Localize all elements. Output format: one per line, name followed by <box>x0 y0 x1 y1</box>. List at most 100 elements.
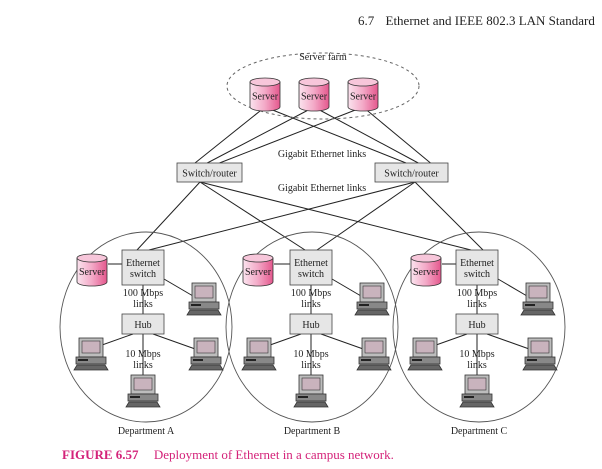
link-10mbps <box>486 333 533 351</box>
workstation-icon <box>125 374 161 408</box>
section-number: 6.7 <box>358 13 375 28</box>
links-layer <box>87 106 533 375</box>
system-unit <box>356 301 388 310</box>
department-boundaries <box>59 52 566 423</box>
switch-router: Switch/router <box>176 162 243 183</box>
department-label: Department C <box>451 426 508 437</box>
switch-router: Switch/router <box>374 162 449 183</box>
workstation-icon <box>407 337 443 371</box>
screen <box>133 377 153 391</box>
system-unit <box>75 356 107 365</box>
ethernet-switch-box <box>121 249 165 286</box>
server-label: Server <box>301 92 328 103</box>
farm-server: Server <box>249 77 281 112</box>
server-top <box>242 253 274 263</box>
hub-box <box>455 313 499 335</box>
drive-slot <box>78 359 88 361</box>
hub-label: Hub <box>134 320 151 331</box>
switch-router-label: Switch/router <box>384 169 439 180</box>
server-top <box>347 77 379 87</box>
workstation-icon <box>354 282 390 316</box>
link-10mbps-label: links <box>301 360 321 371</box>
server-body <box>76 257 108 287</box>
ethernet-switch-box <box>289 249 333 286</box>
server-label: Server <box>350 92 377 103</box>
figure-number: FIGURE 6.57 <box>62 447 139 462</box>
system-unit <box>461 393 493 402</box>
department-boundary <box>392 231 566 423</box>
keyboard <box>73 364 109 371</box>
drive-slot <box>359 304 369 306</box>
ethernet-switch-label: Ethernet <box>126 258 160 269</box>
ethernet-switch-label: Ethernet <box>294 258 328 269</box>
system-unit <box>188 301 220 310</box>
switch-router-box <box>176 162 243 183</box>
link-100mbps-label: 100 Mbps <box>291 288 331 299</box>
server-body <box>298 81 330 112</box>
drive-slot <box>525 304 535 306</box>
link-100mbps <box>331 278 362 297</box>
farm-server: Server <box>298 77 330 112</box>
server-label: Server <box>413 267 440 278</box>
gigabit-link <box>316 181 416 251</box>
drive-slot <box>130 396 140 398</box>
keyboard <box>293 401 329 408</box>
screen <box>301 377 321 391</box>
keyboard <box>356 364 392 371</box>
farm-server: Server <box>347 77 379 112</box>
link-100mbps-label: links <box>301 299 321 310</box>
gigabit-link <box>313 106 419 164</box>
link-100mbps-label: 100 Mbps <box>457 288 497 299</box>
figure-caption: FIGURE 6.57 Deployment of Ethernet in a … <box>62 447 394 463</box>
department-server: Server <box>410 253 442 287</box>
workstation-icon <box>356 337 392 371</box>
screen <box>249 340 269 354</box>
server-top <box>298 77 330 87</box>
section-title: Ethernet and IEEE 802.3 LAN Standard <box>385 13 595 28</box>
screen <box>364 340 384 354</box>
keyboard <box>520 309 556 316</box>
gigabit-link <box>207 106 315 164</box>
workstation-icon <box>188 337 224 371</box>
screen <box>415 340 435 354</box>
department-server: Server <box>242 253 274 287</box>
server-label: Server <box>79 267 106 278</box>
workstation-icon <box>293 374 329 408</box>
gigabit-link <box>199 181 472 251</box>
hub-label: Hub <box>468 320 485 331</box>
system-unit <box>409 356 441 365</box>
server-body <box>410 257 442 287</box>
server-farm-label: Server farm <box>299 52 347 63</box>
system-unit <box>358 356 390 365</box>
server-label: Server <box>245 267 272 278</box>
gigabit-link <box>219 106 364 164</box>
drive-slot <box>246 359 256 361</box>
gigabit-links-label: Gigabit Ethernet links <box>278 149 366 160</box>
keyboard <box>188 364 224 371</box>
drive-slot <box>193 359 203 361</box>
ethernet-switch-label: switch <box>298 269 324 280</box>
keyboard <box>407 364 443 371</box>
link-100mbps <box>497 278 528 297</box>
workstation-icon <box>520 282 556 316</box>
ethernet-switch-box <box>455 249 499 286</box>
department-boundary <box>59 231 233 423</box>
link-10mbps-label: 10 Mbps <box>293 349 328 360</box>
system-unit <box>127 393 159 402</box>
link-100mbps-label: 100 Mbps <box>123 288 163 299</box>
link-10mbps-label: links <box>133 360 153 371</box>
server-label: Server <box>252 92 279 103</box>
department-label: Department A <box>118 426 175 437</box>
page-header: 6.7 Ethernet and IEEE 802.3 LAN Standard… <box>358 13 602 29</box>
screen <box>362 285 382 299</box>
system-unit <box>190 356 222 365</box>
link-10mbps <box>152 333 199 351</box>
hub: Hub <box>289 313 333 335</box>
screen <box>530 340 550 354</box>
nodes-layer: ServerEthernetswitchHubServerEthernetswi… <box>73 77 558 408</box>
